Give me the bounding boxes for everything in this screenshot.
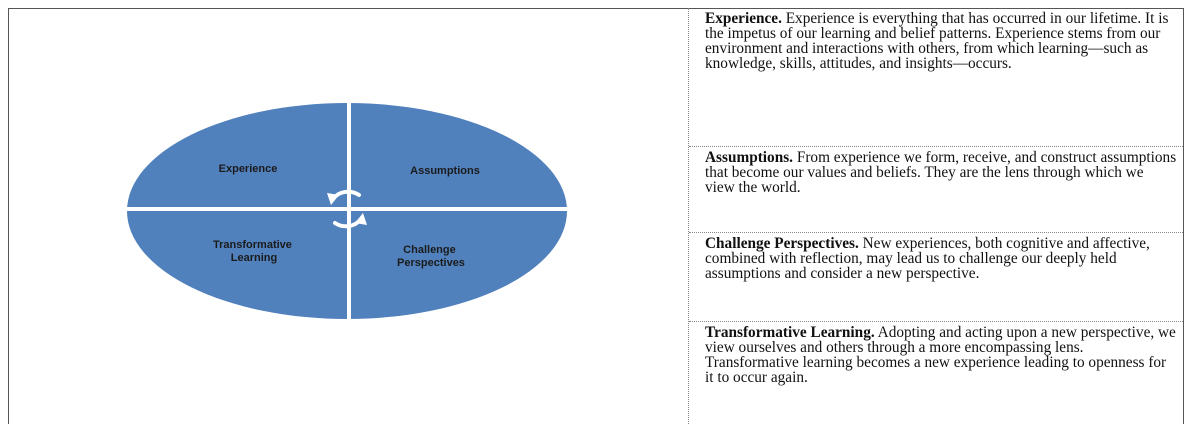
definition-text: From experience we form, receive, and co… [705, 149, 1177, 196]
definition-assumptions: Assumptions. From experience we form, re… [689, 148, 1183, 231]
definition-term: Experience. [705, 10, 782, 27]
row-divider [689, 146, 1183, 147]
definition-text: New experiences, both cognitive and affe… [705, 235, 1150, 282]
definition-transformative-learning: Transformative Learning. Adopting and ac… [689, 323, 1183, 424]
definition-experience: Experience. Experience is everything tha… [689, 9, 1183, 144]
definition-term: Assumptions. [705, 149, 793, 166]
row-divider [689, 321, 1183, 322]
definitions-column: Experience. Experience is everything tha… [689, 9, 1183, 424]
definition-term: Transformative Learning. [705, 324, 875, 341]
definition-term: Challenge Perspectives. [705, 235, 859, 252]
definition-text: Experience is everything that has occurr… [705, 10, 1169, 72]
row-divider [689, 232, 1183, 233]
quadrant-label-transformative-learning: Transformative Learning [213, 239, 295, 264]
column-divider [688, 8, 689, 424]
quadrant-label-experience: Experience [219, 163, 278, 175]
page-frame [8, 8, 1184, 424]
definition-challenge-perspectives: Challenge Perspectives. New experiences,… [689, 234, 1183, 320]
learning-cycle-diagram: Experience Assumptions Challenge Perspec… [127, 103, 567, 319]
quadrant-label-challenge-perspectives: Challenge Perspectives [397, 244, 465, 269]
cycle-arrows-icon [327, 189, 367, 229]
quadrant-label-assumptions: Assumptions [410, 165, 480, 177]
definition-text: Adopting and acting upon a new perspecti… [705, 324, 1176, 386]
